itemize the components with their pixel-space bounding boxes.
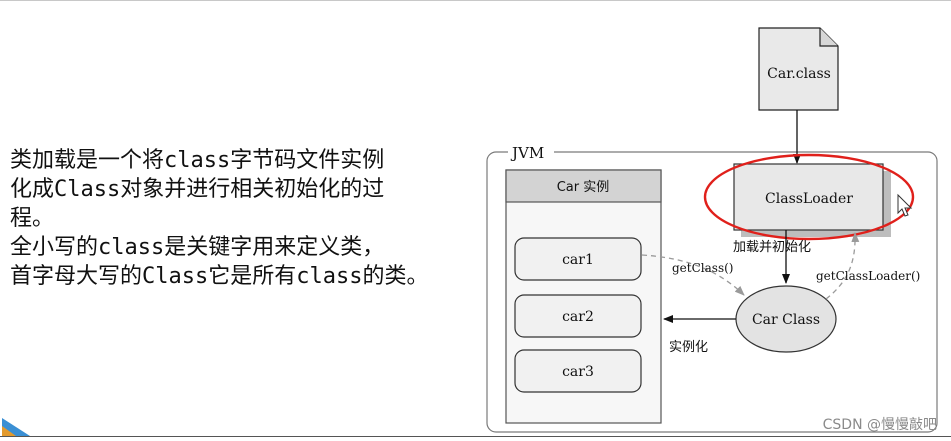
instance-car3-label: car3 [562, 364, 594, 380]
description-line: 程。 [10, 206, 55, 231]
instance-panel-title: Car 实例 [557, 180, 610, 195]
getclass-label: getClass() [672, 261, 733, 275]
instance-car2-label: car2 [562, 309, 594, 325]
getclassloader-label: getClassLoader() [816, 269, 920, 283]
car-class-file-label: Car.class [767, 66, 831, 82]
jvm-label: JVM [510, 144, 544, 162]
car-class-file: Car.class [758, 27, 839, 111]
instance-panel-header [505, 169, 662, 203]
instance-car2-box [514, 294, 642, 338]
car-class-label: Car Class [752, 312, 820, 328]
description-line: 全小写的class是关键字用来定义类， [10, 235, 385, 260]
description-line: 首字母大写的Class它是所有class的类。 [10, 264, 429, 289]
jvm-label-mask [508, 144, 554, 160]
load-init-label: 加载并初始化 [733, 240, 811, 255]
mouse-cursor-icon [897, 193, 913, 217]
instance-car3-box [514, 349, 642, 393]
description-line: 类加载是一个将class字节码文件实例 [10, 148, 385, 173]
classloader-box [733, 163, 884, 231]
description-line: 化成Class对象并进行相关初始化的过 [10, 177, 385, 202]
corner-logo-icon [2, 418, 30, 436]
top-divider [0, 0, 951, 1]
getclassloader-arrow [825, 232, 860, 300]
classloader-label: ClassLoader [765, 191, 853, 207]
classloader-highlight [703, 153, 915, 241]
instance-car1-label: car1 [562, 252, 594, 268]
bottom-divider [0, 436, 951, 437]
getclass-arrow [641, 254, 745, 296]
csdn-watermark: CSDN @慢慢敲吧 [822, 417, 937, 433]
instance-car1-box [514, 237, 642, 281]
description-text: 类加载是一个将class字节码文件实例 化成Class对象并进行相关初始化的过 … [10, 146, 475, 291]
instantiate-label: 实例化 [669, 340, 708, 355]
